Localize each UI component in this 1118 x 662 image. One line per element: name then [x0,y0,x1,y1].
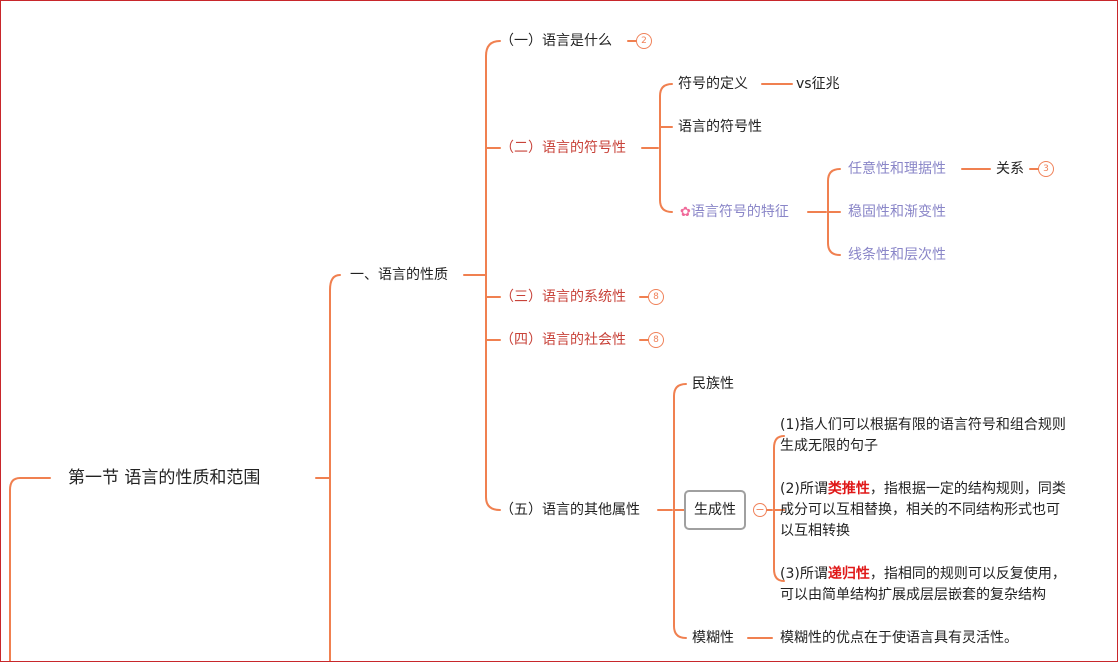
ethnicity[interactable]: 民族性 [692,376,734,392]
section-5[interactable]: （五）语言的其他属性 [500,502,640,518]
language-symbolic[interactable]: 语言的符号性 [678,119,762,135]
fuzziness-note: 模糊性的优点在于使语言具有灵活性。 [780,630,1018,646]
count-badge[interactable]: 3 [1038,161,1054,177]
count-badge[interactable]: 8 [648,289,664,305]
linearity[interactable]: 线条性和层次性 [848,247,946,263]
symbol-definition[interactable]: 符号的定义 [678,76,748,92]
root-topic[interactable]: 第一节 语言的性质和范围 [68,468,261,488]
symbol-features-label: 语言符号的特征 [690,204,789,220]
collapse-icon[interactable]: − [753,503,767,517]
flower-icon: ✿ [680,205,691,220]
section-2[interactable]: （二）语言的符号性 [500,140,626,156]
section-4[interactable]: （四）语言的社会性 [500,332,626,348]
section-3[interactable]: （三）语言的系统性 [500,289,626,305]
vs-sign[interactable]: vs征兆 [796,76,840,92]
count-badge[interactable]: 8 [648,332,664,348]
relation[interactable]: 关系 [996,161,1024,177]
fuzziness[interactable]: 模糊性 [692,630,734,646]
section-1[interactable]: （一）语言是什么 [500,33,612,49]
arbitrariness[interactable]: 任意性和理据性 [848,161,946,177]
symbol-features[interactable]: ✿语言符号的特征 [680,203,789,222]
note-2: (2)所谓类推性，指根据一定的结构规则，同类 成分可以互相替换，相关的不同结构形… [780,481,1066,539]
stability[interactable]: 稳固性和渐变性 [848,204,946,220]
note-1: (1)指人们可以根据有限的语言符号和组合规则 生成无限的句子 [780,417,1066,454]
level1-topic[interactable]: 一、语言的性质 [350,267,448,283]
generativity[interactable]: 生成性 [684,490,746,530]
count-badge[interactable]: 2 [636,33,652,49]
note-3: (3)所谓递归性，指相同的规则可以反复使用， 可以由简单结构扩展成层层嵌套的复杂… [780,566,1066,603]
